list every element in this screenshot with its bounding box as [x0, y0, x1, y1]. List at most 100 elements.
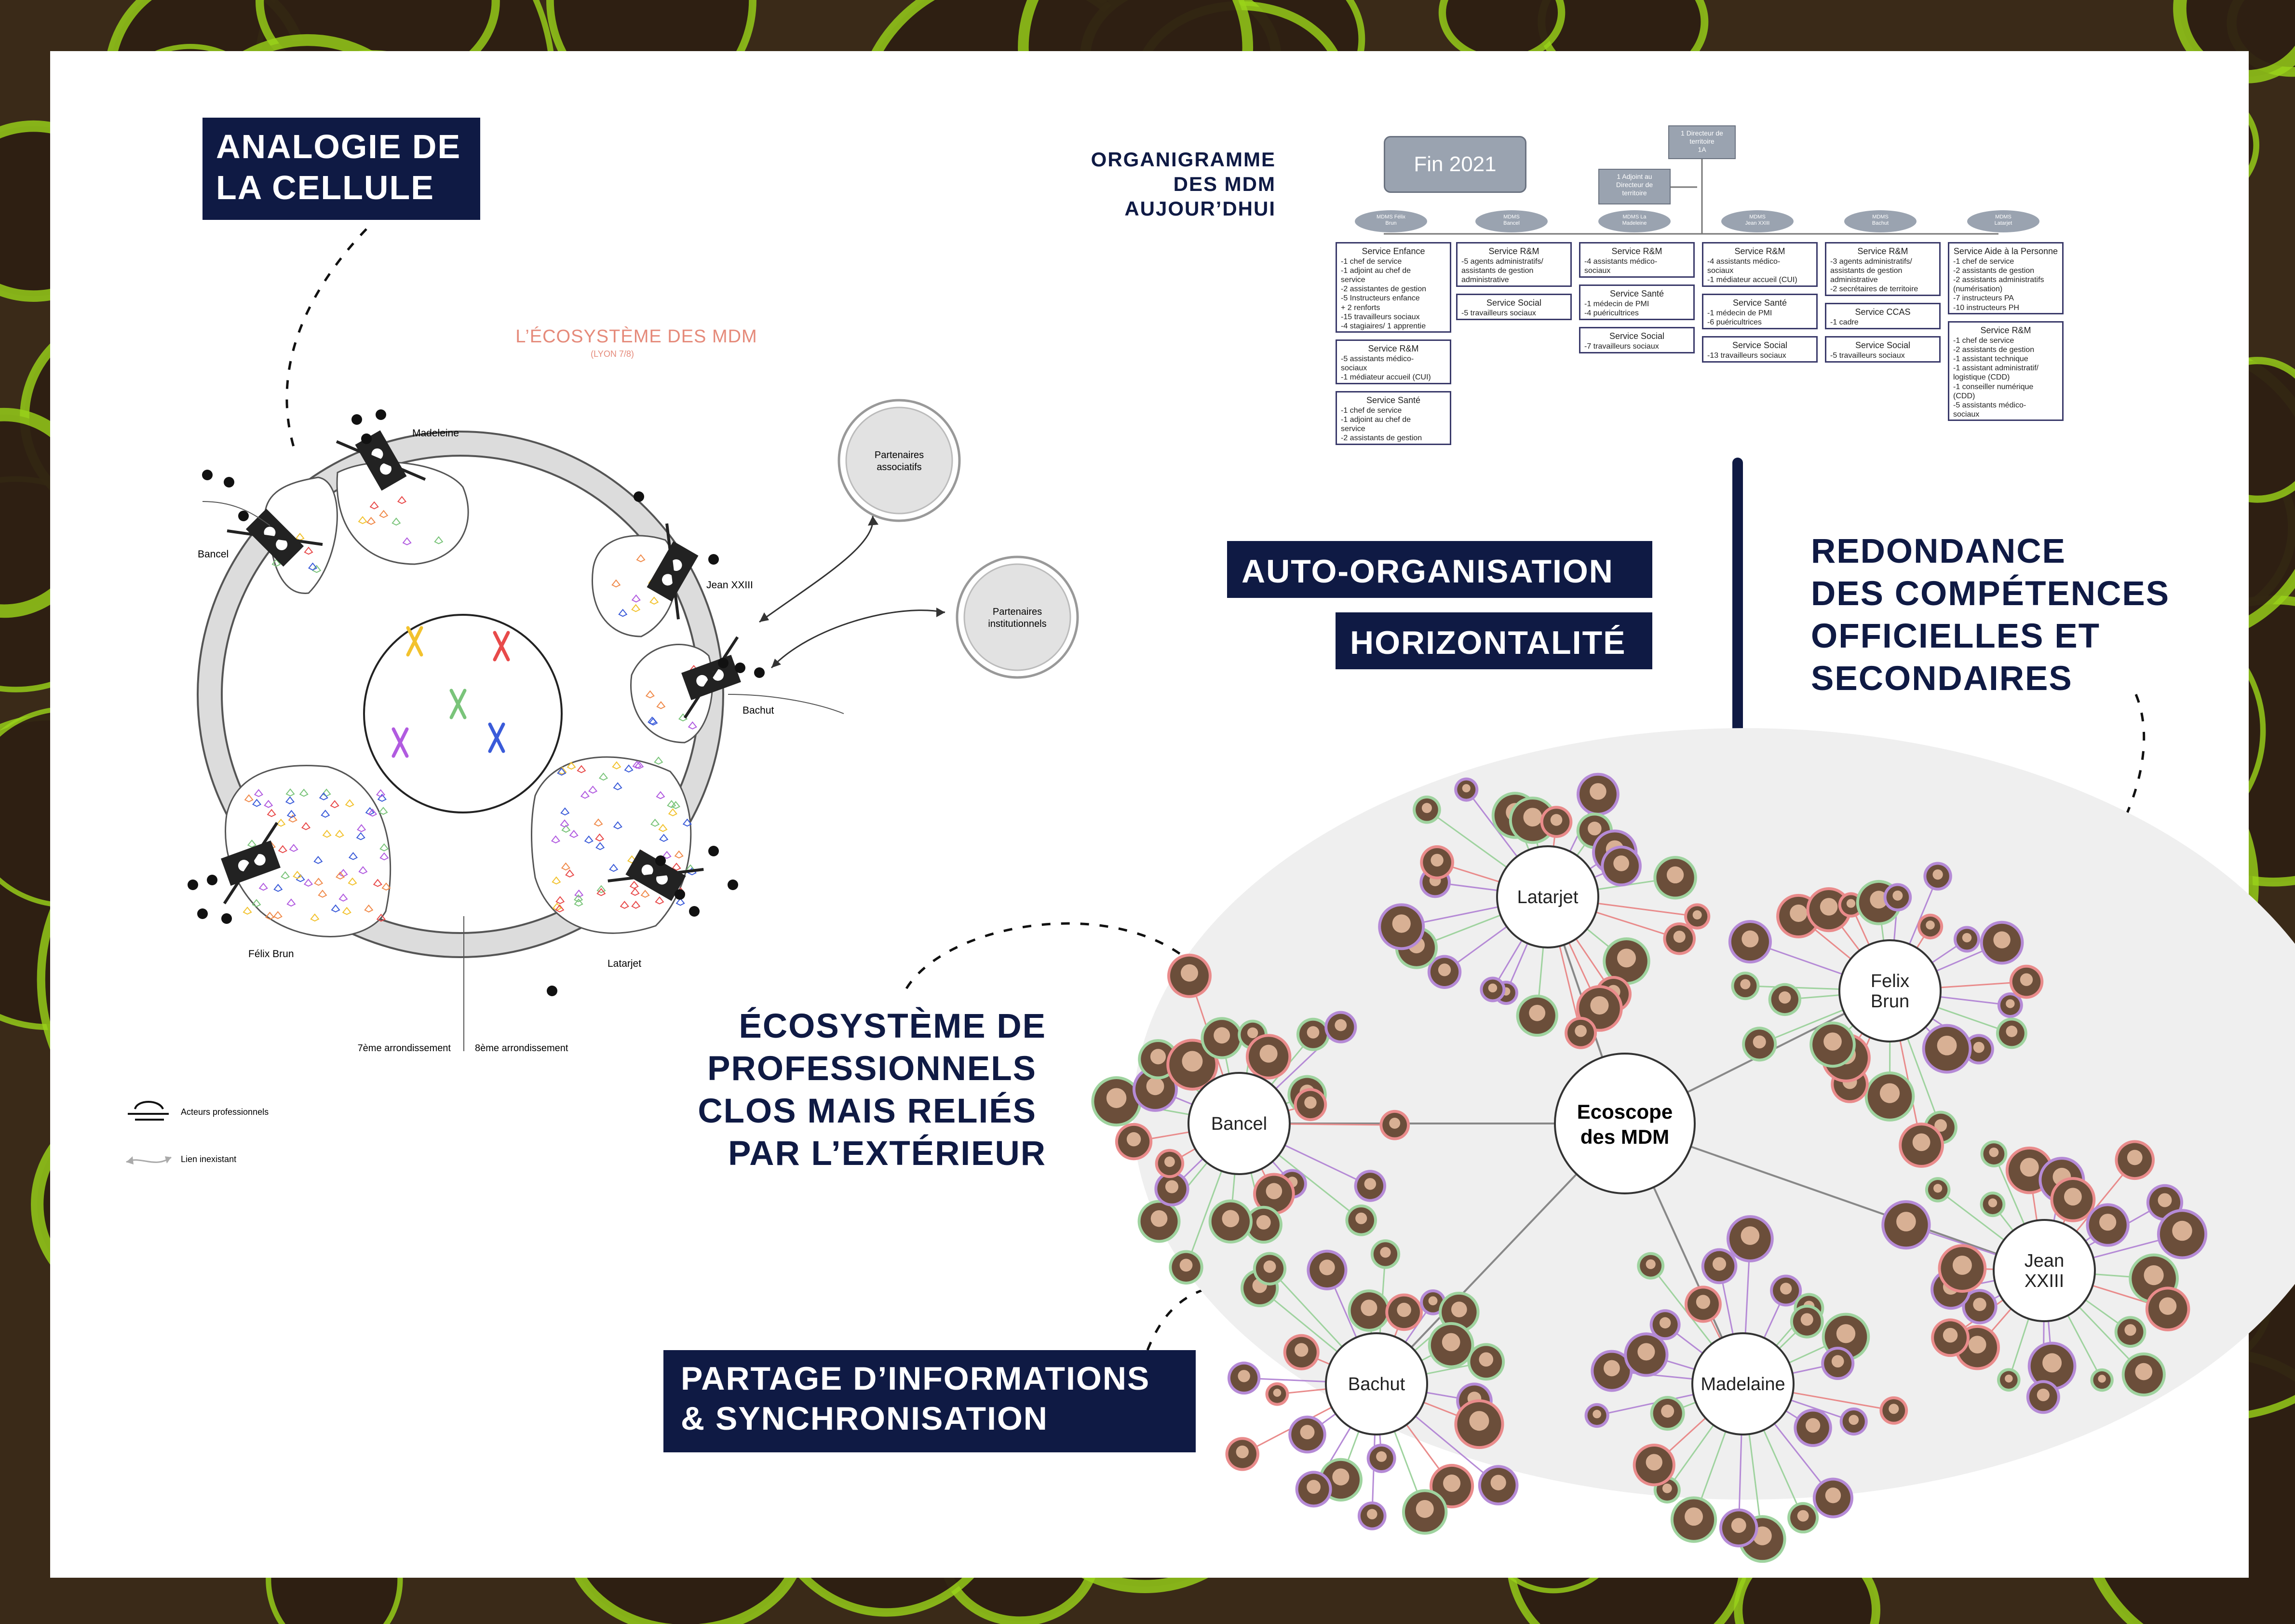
org-service-box: Service Social-5 travailleurs sociaux [1825, 336, 1941, 363]
person-node [2090, 1368, 2114, 1392]
person-node [1540, 806, 1573, 838]
label-analogie-line1: ANALOGIE DE [216, 128, 461, 165]
org-service-title: Service Enfance [1362, 246, 1425, 256]
org-service-line: -1 assistant technique [1953, 354, 2028, 363]
person-node [1770, 1274, 1802, 1307]
org-service-line: sociaux [1953, 410, 1980, 419]
partner-associatifs-line2: associatifs [877, 462, 921, 473]
org-header-3-line1: Jean XXIII [1745, 220, 1770, 227]
label-organigramme: ORGANIGRAMME DES MDM AUJOUR’DHUI [1041, 147, 1276, 221]
org-service-title: Service Social [1732, 340, 1788, 350]
org-service-box: Service Social-7 travailleurs sociaux [1579, 327, 1695, 353]
org-service-box: Service Social-5 travailleurs sociaux [1456, 294, 1572, 320]
person-node [1253, 1173, 1295, 1215]
org-adjoint-line1: 1 Adjoint au [1617, 173, 1652, 180]
person-node [1115, 1123, 1153, 1161]
person-node [1980, 920, 2024, 965]
person-node [1624, 1332, 1669, 1377]
cell-label-jean: Jean XXIII [706, 580, 753, 591]
org-adjoint: 1 Adjoint au Directeur de territoire [1598, 169, 1671, 204]
org-service-box: Service CCAS-1 cadre [1825, 303, 1941, 329]
person-node [1649, 1309, 1681, 1340]
label-analogie-cellule: ANALOGIE DE LA CELLULE [202, 118, 480, 220]
org-service-title: Service Social [1609, 331, 1665, 341]
org-service-line: service [1341, 424, 1365, 433]
org-service-box: Service R&M-3 agents administratifs/assi… [1825, 242, 1941, 296]
person-node [1603, 937, 1650, 985]
org-header-1-line0: MDMS [1503, 214, 1520, 220]
cell-label-bancel: Bancel [198, 549, 229, 560]
org-service-line: -2 assistants de gestion [1953, 266, 2035, 275]
org-service-box: Service Santé-1 chef de service-1 adjoin… [1336, 391, 1451, 445]
org-service-line: -5 assistants médico- [1341, 354, 1414, 363]
person-node [1288, 1415, 1326, 1454]
cell-label-bachut: Bachut [742, 705, 774, 716]
label-analogie-line2: LA CELLULE [216, 169, 434, 207]
person-node [1591, 1350, 1633, 1392]
cell-label-latarjet: Latarjet [608, 958, 641, 969]
person-node [1402, 1489, 1448, 1535]
person-node [1768, 983, 1801, 1016]
person-node [1467, 1343, 1505, 1381]
person-node [1091, 1076, 1142, 1127]
partner-associatifs-line1: Partenaires [875, 450, 924, 460]
hub-jean-line1: XXIII [2025, 1271, 2064, 1291]
person-node [1565, 1016, 1597, 1049]
person-node [1428, 1322, 1474, 1368]
person-node [1370, 1239, 1401, 1269]
person-node [1265, 1382, 1289, 1406]
person-node [1938, 1244, 1987, 1293]
person-node [1728, 920, 1772, 964]
label-partage-line1: PARTAGE D’INFORMATIONS [681, 1360, 1150, 1397]
org-service-line: -1 adjoint au chef de [1341, 266, 1411, 275]
hub-bancel: Bancel [1188, 1072, 1291, 1175]
org-service-title: Service R&M [1857, 246, 1908, 256]
person-node [1963, 1034, 1994, 1065]
person-node [1366, 1443, 1396, 1473]
person-node [1684, 1286, 1722, 1323]
arrondissement-8: 8ème arrondissement [475, 1043, 568, 1054]
person-node [1379, 1110, 1410, 1140]
label-ecosysteme-line1: ÉCOSYSTÈME DE [739, 1007, 1046, 1045]
hub-bachut-line0: Bachut [1348, 1374, 1405, 1394]
label-partage: PARTAGE D’INFORMATIONS & SYNCHRONISATION [663, 1350, 1196, 1452]
person-node [1925, 1177, 1951, 1203]
org-header-5-line0: MDMS [1995, 214, 2012, 220]
org-service-line: logistique (CDD) [1953, 373, 2010, 382]
person-node [1997, 1368, 2021, 1392]
org-service-line: + 2 renforts [1341, 303, 1380, 312]
person-node [1166, 1039, 1218, 1091]
person-node [1225, 1437, 1259, 1471]
org-service-line: -5 assistants médico- [1953, 401, 2026, 409]
person-node [1601, 845, 1642, 887]
org-service-line: -1 cadre [1830, 318, 1859, 326]
legend-lien-icon [126, 1156, 172, 1164]
org-director-line3: 1A [1698, 145, 1706, 153]
org-service-box: Service Santé-1 médecin de PMI-6 puéricu… [1702, 294, 1818, 329]
org-service-line: -2 assistants administratifs [1953, 275, 2044, 284]
person-node [1413, 795, 1441, 824]
hub-madelaine-line0: Madelaine [1701, 1374, 1785, 1394]
org-service-line: -1 adjoint au chef de [1341, 415, 1411, 424]
org-service-title: Service R&M [1488, 246, 1539, 256]
hub-ecoscope-line1: Ecoscope [1577, 1100, 1673, 1123]
label-redondance-line3: OFFICIELLES ET [1811, 617, 2100, 656]
org-service-line: -1 médecin de PMI [1584, 299, 1649, 308]
person-node [1812, 1477, 1854, 1518]
person-node [1245, 1034, 1292, 1080]
org-service-line: assistants de gestion [1830, 266, 1903, 275]
hub-bachut: Bachut [1325, 1332, 1428, 1435]
person-node [1864, 1071, 1915, 1122]
label-horizontalite: HORIZONTALITÉ [1336, 612, 1652, 669]
org-service-line: sociaux [1707, 266, 1734, 275]
org-service-line: -1 conseiller numérique [1953, 382, 2034, 391]
org-adjoint-line2: Directeur de [1616, 180, 1653, 189]
person-node [1283, 1334, 1320, 1370]
legend-lien-label: Lien inexistant [181, 1154, 236, 1164]
org-service-line: -1 chef de service [1341, 257, 1402, 266]
